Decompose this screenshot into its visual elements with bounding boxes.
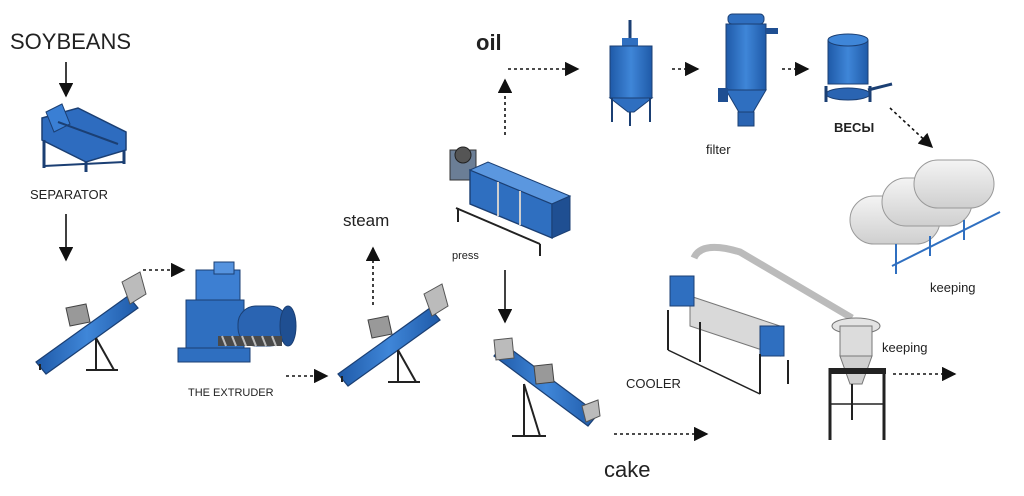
label-scales: ВЕСЫ [834,120,875,135]
arrow-scales-to-tanks [889,107,934,148]
label-oil: oil [476,30,502,55]
label-soybeans: SOYBEANS [10,29,132,54]
label-separator: SEPARATOR [30,187,109,202]
label-extruder: THE EXTRUDER [188,387,274,399]
screw-conveyor-2 [337,283,449,387]
oil-filter [718,13,778,127]
label-cake: cake [604,457,651,482]
storage-hopper [828,317,886,440]
label-filter: filter [706,142,731,157]
cake-cooler [667,244,854,395]
weighing-scales [824,33,893,102]
label-keeping-hopper: keeping [882,340,928,355]
label-press: press [452,250,479,262]
label-keeping-tanks: keeping [930,280,976,295]
label-cooler: COOLER [626,376,681,391]
screw-conveyor-3 [493,337,601,437]
label-steam: steam [343,211,390,230]
flow-arrows [58,61,957,442]
storage-tanks [849,159,1001,274]
screw-press [449,146,572,256]
separator-machine [41,103,127,172]
oil-settling-tank [608,20,654,126]
screw-conveyor-1 [35,271,147,375]
extruder-machine [177,261,297,363]
